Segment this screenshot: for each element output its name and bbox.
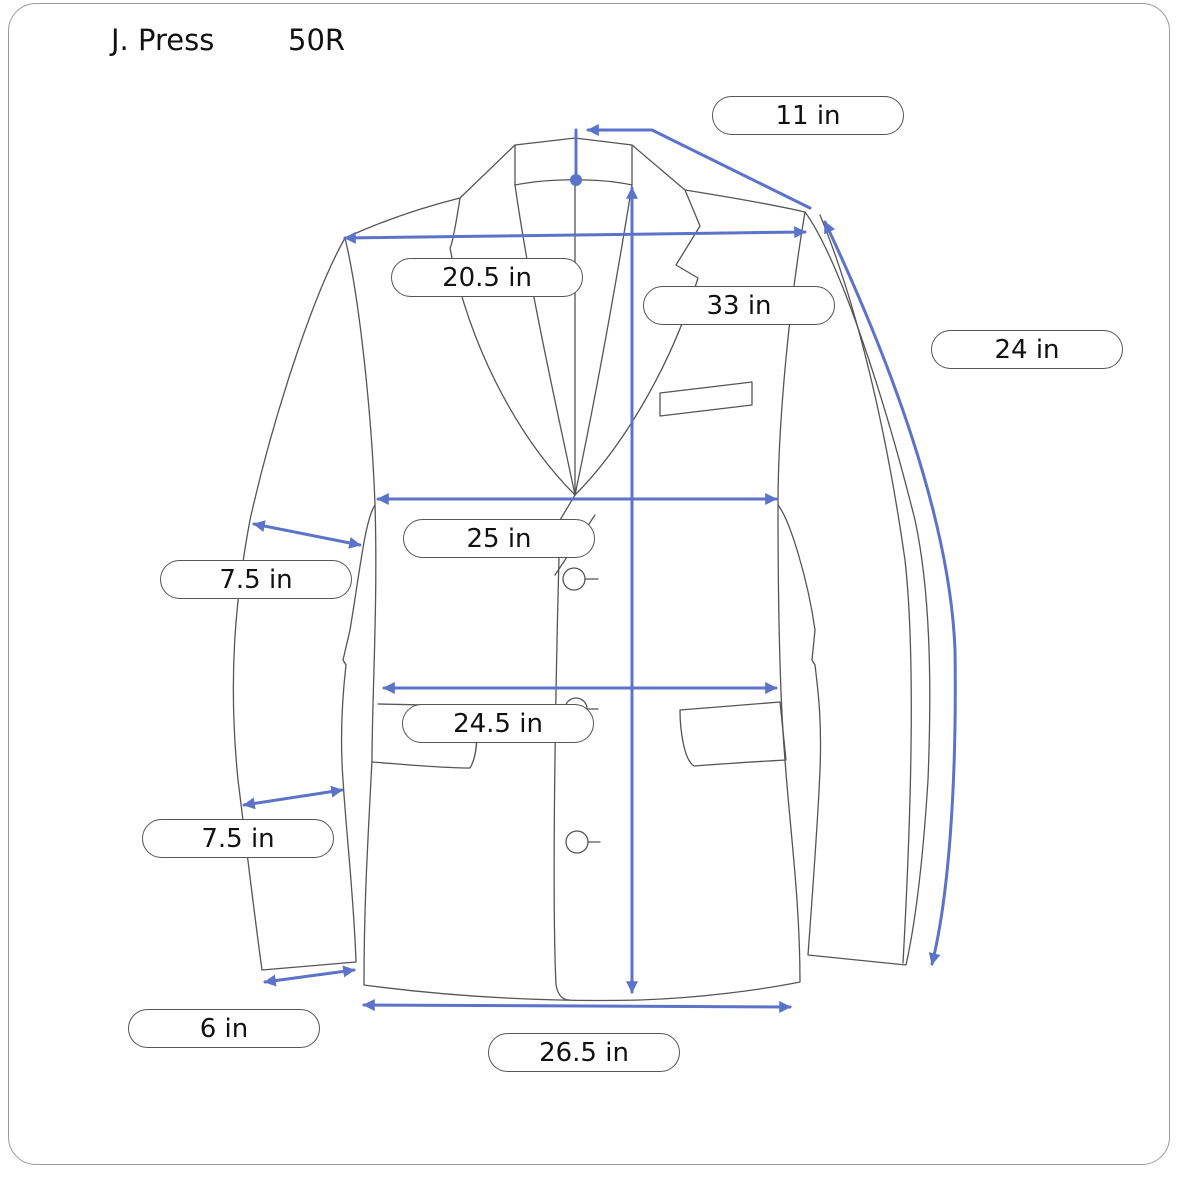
- brand-label: J. Press: [111, 23, 215, 57]
- sleeve-length-label: 24 in: [931, 330, 1123, 369]
- chest-label: 25 in: [403, 519, 595, 558]
- bicep-label: 7.5 in: [160, 560, 352, 599]
- shoulder-width-label: 20.5 in: [391, 258, 583, 297]
- cuff-label: 6 in: [128, 1009, 320, 1048]
- waist-label: 24.5 in: [402, 704, 594, 743]
- size-label: 50R: [288, 23, 346, 57]
- shoulder-slope-label: 11 in: [712, 96, 904, 135]
- hem-label: 26.5 in: [488, 1033, 680, 1072]
- measurement-lines: [242, 124, 957, 1013]
- length-label: 33 in: [643, 286, 835, 325]
- forearm-label: 7.5 in: [142, 819, 334, 858]
